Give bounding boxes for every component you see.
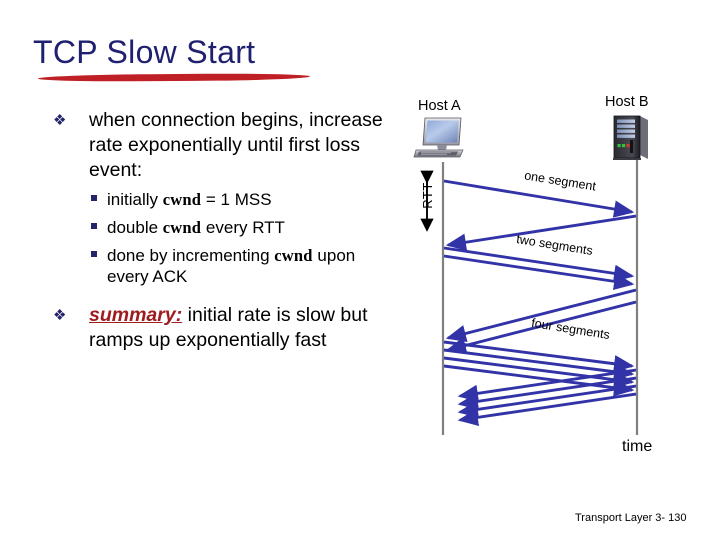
sub-bullet-list: initially cwnd = 1 MSS double cwnd every…: [50, 189, 400, 287]
square-bullet-icon: [91, 223, 97, 229]
sub-bullet-text: done by incrementing cwnd upon every ACK: [107, 245, 400, 287]
sub-bullet-part-0: initially: [107, 190, 163, 209]
sub-bullet-part-2: = 1 MSS: [201, 190, 272, 209]
arrow-group-round1: [443, 179, 637, 251]
title-underline-stroke: [37, 73, 311, 82]
bullet-item-primary: ❖ when connection begins, increase rate …: [50, 108, 400, 183]
sub-bullet-text: double cwnd every RTT: [107, 217, 400, 238]
sub-bullet-part-0: done by incrementing: [107, 246, 275, 265]
sub-bullet-increment-cwnd: done by incrementing cwnd upon every ACK: [91, 245, 400, 287]
arrow-group-round2: [443, 246, 637, 354]
sub-bullet-part-0: double: [107, 218, 163, 237]
sub-bullet-code-0: cwnd: [162, 190, 202, 209]
sub-bullet-code-2: cwnd: [274, 246, 313, 265]
sub-bullet-code-1: cwnd: [162, 218, 202, 237]
page-title: TCP Slow Start: [33, 34, 256, 70]
summary-emphasis: summary:: [89, 304, 183, 326]
content-column: ❖ when connection begins, increase rate …: [50, 108, 400, 357]
summary-rest: initial rate is slow but ramps up expone…: [89, 304, 368, 351]
rtt-label: RTT: [419, 182, 435, 209]
diamond-bullet-icon: ❖: [53, 112, 67, 129]
sub-bullet-double-cwnd: double cwnd every RTT: [91, 217, 400, 238]
host-a-label: Host A: [418, 98, 461, 114]
square-bullet-icon: [91, 195, 97, 201]
sub-bullet-initially-cwnd: initially cwnd = 1 MSS: [91, 189, 400, 210]
title-block: TCP Slow Start: [33, 34, 311, 82]
sub-bullet-text: initially cwnd = 1 MSS: [107, 189, 400, 210]
bullet-text: when connection begins, increase rate ex…: [89, 109, 383, 181]
host-b-label: Host B: [605, 94, 649, 110]
bullet-item-summary: ❖ summary: initial rate is slow but ramp…: [50, 303, 400, 353]
sub-bullet-part-2: upon every ACK: [107, 246, 356, 286]
sub-bullet-part-2: every RTT: [201, 218, 285, 237]
arrow-group-round3: [443, 340, 637, 426]
time-axis-label: time: [622, 438, 653, 455]
diamond-bullet-icon: ❖: [53, 307, 67, 324]
slide-footer: Transport Layer 3- 130: [575, 512, 687, 524]
timing-diagram-svg: [420, 160, 639, 435]
bullet-text: summary: initial rate is slow but ramps …: [89, 303, 400, 353]
square-bullet-icon: [91, 251, 97, 257]
slow-start-timing-diagram: Host A Host B: [400, 90, 720, 470]
